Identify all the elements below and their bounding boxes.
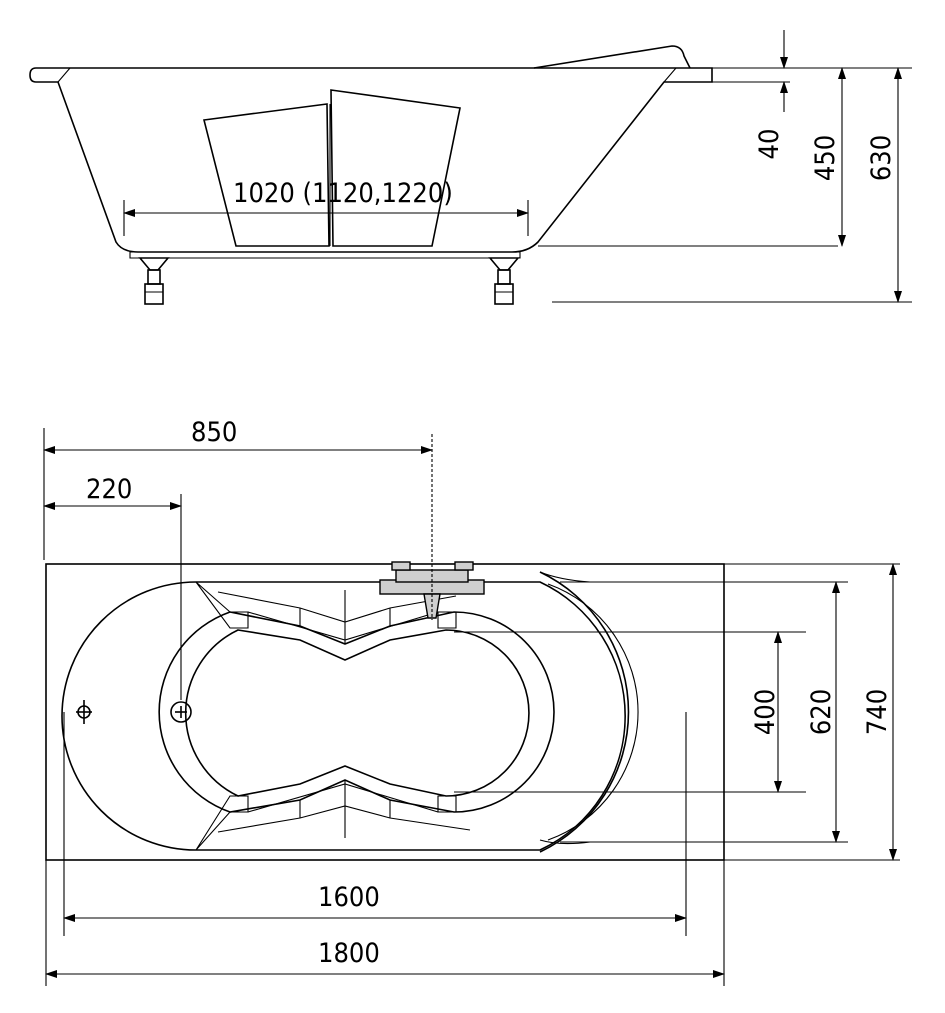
support-leg-right xyxy=(488,257,520,305)
depth-dimension: 450 xyxy=(810,67,846,247)
support-leg-left xyxy=(138,257,170,305)
outer-length-label: 1800 xyxy=(318,938,380,969)
height-dimension: 630 xyxy=(866,67,902,303)
backrest-panel-left xyxy=(203,103,330,247)
side-width-label: 1020 (1120,1220) xyxy=(233,178,453,209)
height-label: 630 xyxy=(866,135,897,181)
drain-offset-dimension: 220 xyxy=(43,474,182,700)
faucet-offset-dimension: 850 xyxy=(43,417,433,620)
drain-offset-label: 220 xyxy=(86,474,132,505)
inner-length-label: 1600 xyxy=(318,882,380,913)
backrest-panel-right xyxy=(330,89,461,247)
headrest-side xyxy=(533,45,691,69)
inner-width-dimension: 400 xyxy=(750,631,782,793)
overflow-icon xyxy=(76,700,92,724)
basin-outer-contour xyxy=(61,581,626,851)
side-view: 1020 (1120,1220) 40 450 630 xyxy=(29,30,912,305)
depth-label: 450 xyxy=(810,135,841,181)
drain-icon xyxy=(170,701,192,723)
outer-width-dimension: 740 xyxy=(862,563,897,861)
outer-length-dimension: 1800 xyxy=(45,860,725,986)
inner-length-dimension: 1600 xyxy=(63,712,687,936)
armrest-facets-bottom xyxy=(195,780,471,851)
side-width-dimension: 1020 (1120,1220) xyxy=(123,178,529,236)
rim-thickness-dimension: 40 xyxy=(754,30,788,160)
tub-rim-inner xyxy=(57,67,677,83)
headrest-inner-arc xyxy=(547,583,639,841)
armrest-facets-top xyxy=(195,581,457,644)
outer-width-label: 740 xyxy=(862,689,893,735)
inner-width-label: 400 xyxy=(750,689,781,735)
basin-middle-contour xyxy=(158,611,555,813)
base-plate xyxy=(129,251,521,259)
top-view: 850 220 400 620 740 xyxy=(43,417,900,986)
middle-width-label: 620 xyxy=(806,689,837,735)
tub-side-profile xyxy=(29,67,713,253)
middle-width-dimension: 620 xyxy=(806,581,840,843)
tub-outer-rim xyxy=(45,563,725,861)
basin-floor-contour xyxy=(184,629,530,797)
rim-thickness-label: 40 xyxy=(754,129,785,160)
faucet-offset-label: 850 xyxy=(191,417,237,448)
